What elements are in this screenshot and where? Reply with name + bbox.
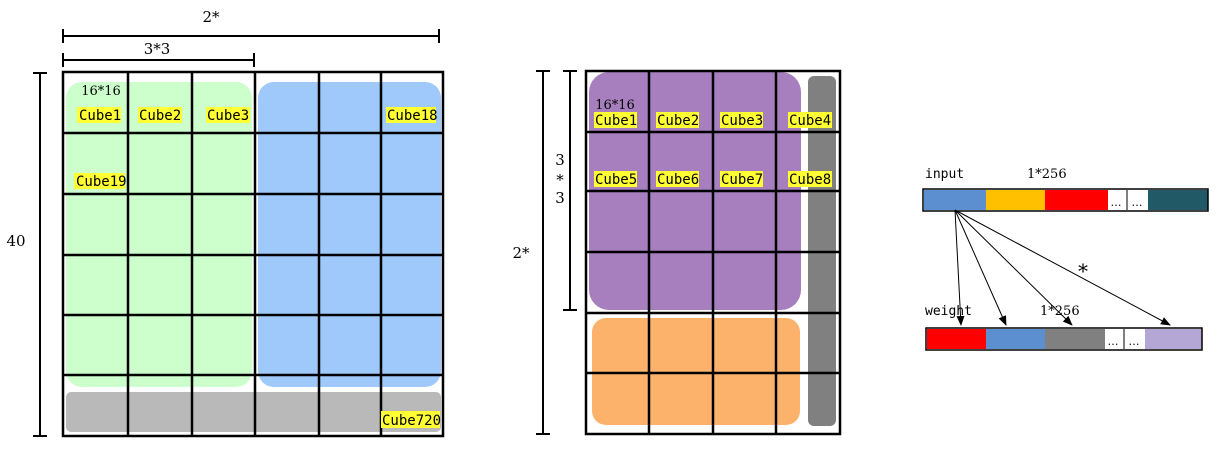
inner-dimension-label: 3*3 — [144, 40, 171, 58]
input-vector — [922, 188, 1209, 212]
blue-block — [258, 82, 441, 387]
ellipsis-label: … — [1132, 196, 1143, 209]
multiply-arrows — [954, 209, 1171, 326]
orange-block — [592, 318, 800, 425]
cube-label: Cube720 — [382, 413, 441, 429]
cube-label: Cube5 — [595, 172, 637, 188]
cell-size-label: 16*16 — [81, 84, 121, 99]
cube-label: Cube4 — [789, 113, 831, 129]
multiply-symbol: * — [1078, 259, 1088, 283]
cube-label: Cube7 — [721, 172, 763, 188]
inner-dimension-label: 3 — [555, 151, 565, 169]
gray-block — [66, 392, 441, 432]
inner-dimension-label: 3 — [555, 189, 565, 207]
ellipsis-label: … — [1108, 335, 1119, 348]
middle-grid-lines — [584, 69, 842, 436]
cube-label: Cube8 — [789, 172, 831, 188]
left-cube-highlights — [74, 107, 440, 428]
top-dimension-label: 2* — [202, 8, 220, 26]
green-block — [66, 82, 252, 387]
inner-dimension-label: * — [556, 171, 564, 189]
left-grid-figure: 2* 3*3 40 16*16 Cube1 Cube2 Cube3 Cube18… — [6, 8, 445, 438]
cube-label: Cube1 — [79, 108, 121, 124]
cube-label: Cube3 — [207, 108, 249, 124]
ellipsis-label: … — [1111, 196, 1122, 209]
middle-dimension-lines — [536, 70, 577, 435]
left-grid-lines — [61, 70, 445, 438]
cube-label: Cube6 — [657, 172, 699, 188]
side-dimension-label: 40 — [6, 232, 25, 250]
cube-label: Cube1 — [595, 113, 637, 129]
cube-label: Cube2 — [139, 108, 181, 124]
cube-label: Cube3 — [721, 113, 763, 129]
cube-label: Cube18 — [387, 108, 438, 124]
middle-cube-highlights — [594, 112, 832, 187]
weight-vector — [925, 327, 1203, 351]
cube-label: Cube19 — [76, 174, 127, 190]
vector-figure: input 1*256 … … * weight 1*256 — [922, 167, 1209, 351]
left-dimension-lines — [33, 29, 440, 437]
cell-size-label: 16*16 — [595, 98, 635, 113]
side-dimension-label: 2* — [512, 244, 530, 262]
middle-grid-figure: 2* 3 * 3 16*16 Cube1 Cube2 Cube3 Cube4 C… — [512, 69, 842, 436]
cube-label: Cube2 — [657, 113, 699, 129]
weight-size-label: 1*256 — [1040, 304, 1080, 319]
input-size-label: 1*256 — [1027, 167, 1067, 182]
weight-label: weight — [925, 304, 972, 319]
ellipsis-label: … — [1129, 335, 1140, 348]
input-label: input — [925, 167, 964, 182]
